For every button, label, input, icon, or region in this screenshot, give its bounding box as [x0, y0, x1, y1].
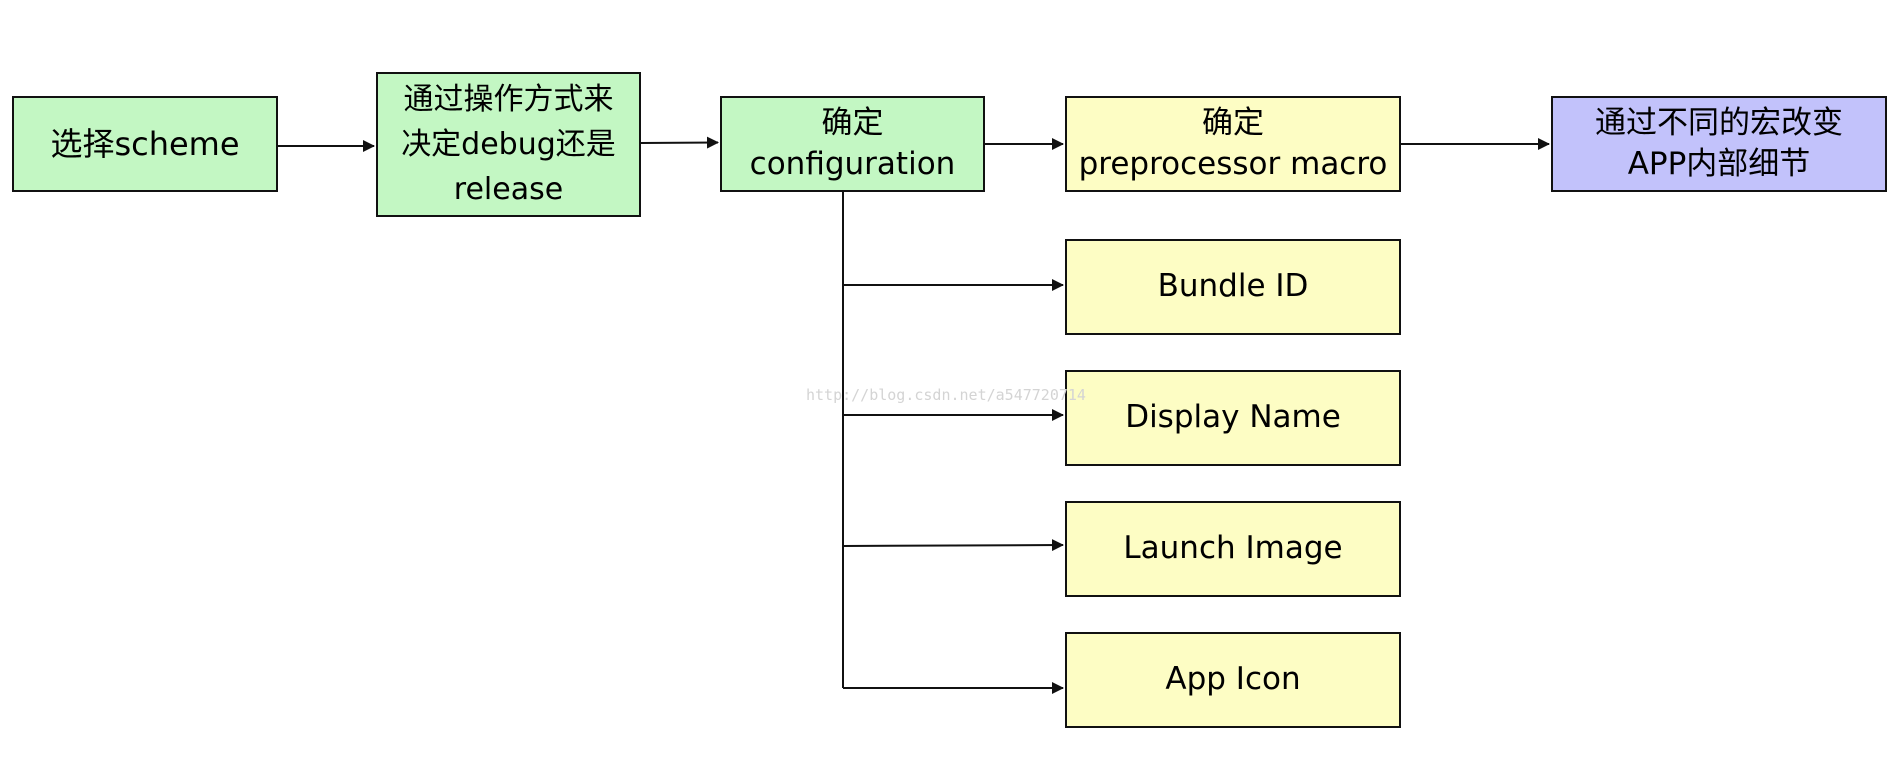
node-launch-image: Launch Image: [1065, 501, 1401, 597]
arrow-choose-to-config: [640, 136, 719, 149]
node-determine-configuration-label: 确定 configuration: [749, 104, 956, 182]
node-determine-configuration: 确定 configuration: [720, 96, 985, 192]
node-launch-image-label: Launch Image: [1123, 530, 1343, 567]
node-choose-debug-or-release-label: 通过操作方式来 决定debug还是 release: [401, 82, 616, 207]
node-display-name-label: Display Name: [1125, 399, 1341, 436]
node-bundle-id: Bundle ID: [1065, 239, 1401, 335]
node-determine-preprocessor-macro: 确定 preprocessor macro: [1065, 96, 1401, 192]
node-bundle-id-label: Bundle ID: [1157, 268, 1309, 305]
node-change-app-details: 通过不同的宏改变 APP内部细节: [1551, 96, 1887, 192]
node-select-scheme-label: 选择scheme: [50, 124, 240, 163]
node-choose-debug-or-release: 通过操作方式来 决定debug还是 release: [376, 72, 641, 217]
arrow-config-to-launch-image: [842, 539, 1064, 552]
node-determine-preprocessor-macro-label: 确定 preprocessor macro: [1078, 104, 1388, 182]
watermark-url: http://blog.csdn.net/a547720714: [806, 386, 1086, 404]
node-app-icon-label: App Icon: [1165, 661, 1301, 698]
node-display-name: Display Name: [1065, 370, 1401, 466]
node-app-icon: App Icon: [1065, 632, 1401, 728]
node-select-scheme: 选择scheme: [12, 96, 278, 192]
node-change-app-details-label: 通过不同的宏改变 APP内部细节: [1595, 104, 1843, 182]
